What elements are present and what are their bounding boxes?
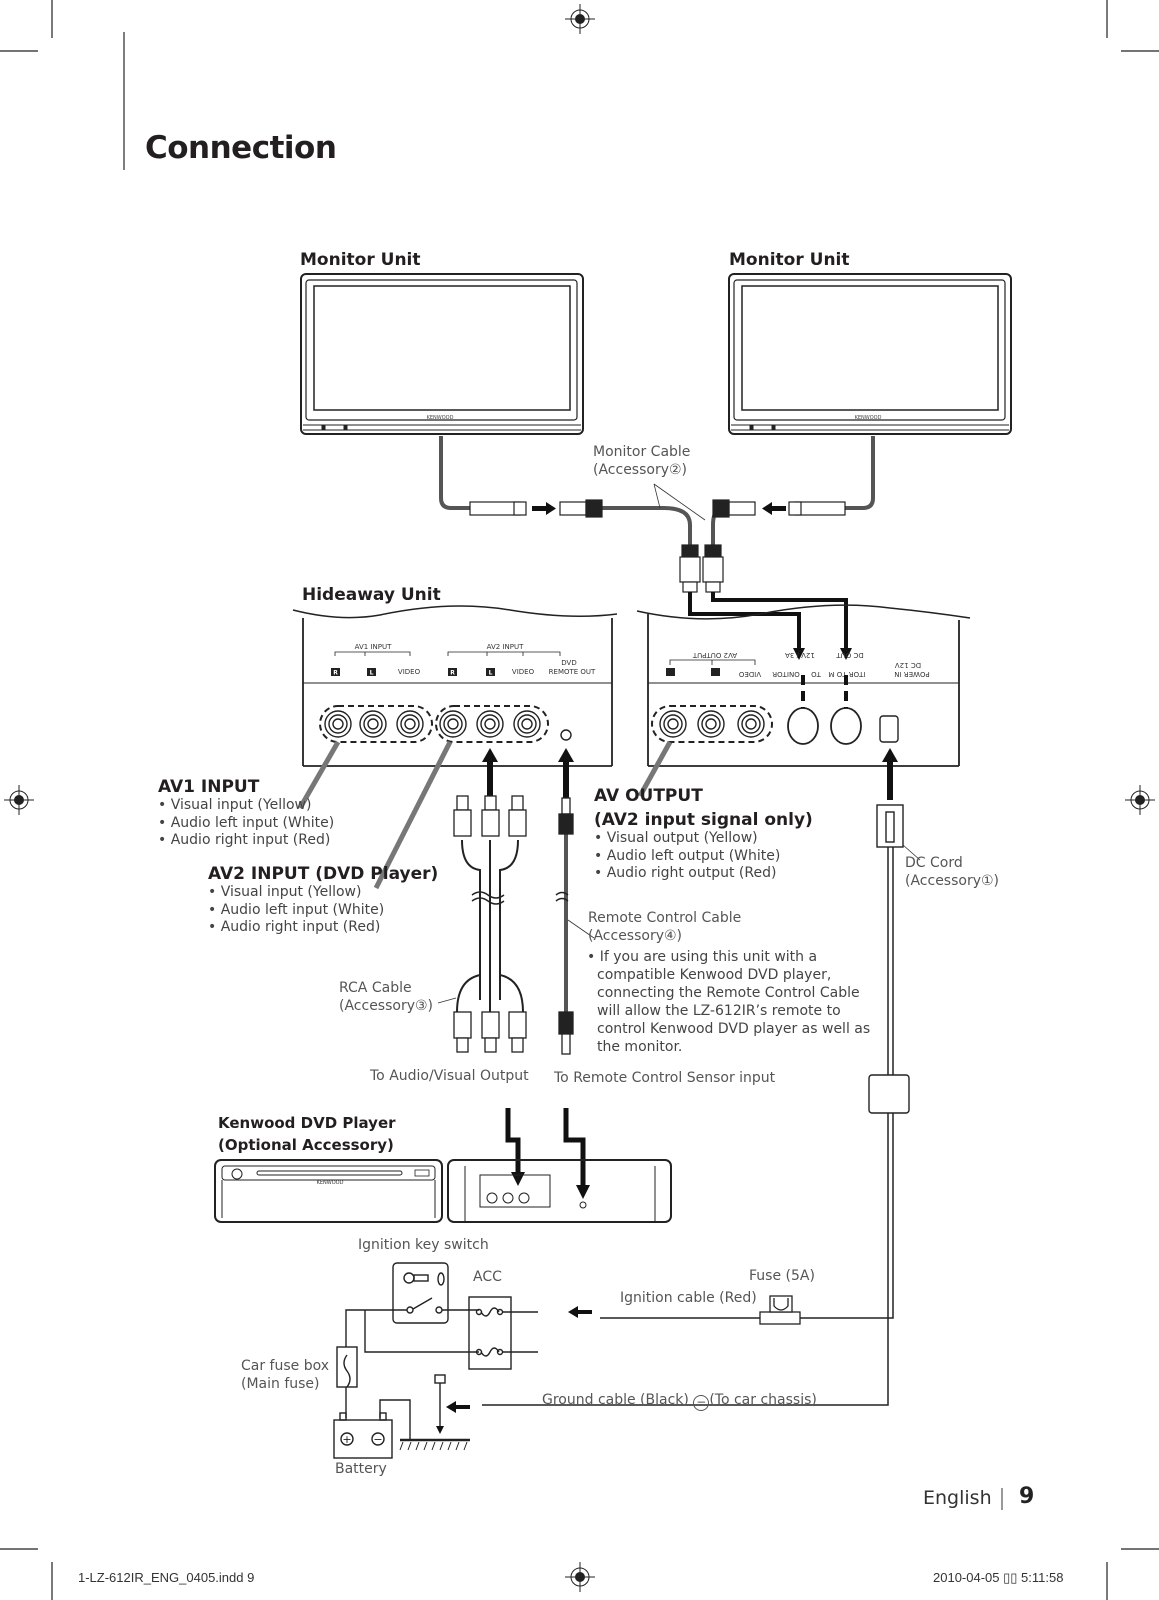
page-title: Connection	[145, 130, 337, 166]
acc-fuse-block	[468, 1296, 512, 1370]
hideaway-unit-right-panel	[636, 604, 971, 767]
page-number: 9	[1019, 1484, 1035, 1509]
registration-mark-right	[1125, 785, 1155, 815]
label-av2-input: AV2 INPUT	[487, 643, 524, 651]
kenwood-dvd-player-front	[214, 1159, 443, 1223]
svg-text:DVD: DVD	[561, 659, 576, 667]
rca-cable-label: RCA Cable(Accessory③)	[339, 980, 434, 1014]
monitor-unit-right	[728, 273, 1012, 435]
svg-text:VIDEO: VIDEO	[738, 670, 761, 678]
kenwood-dvd-player-rear	[447, 1159, 672, 1223]
monitor-unit-right-label: Monitor Unit	[729, 250, 850, 270]
svg-text:R: R	[450, 670, 455, 677]
svg-text:TO: TO	[811, 670, 822, 678]
svg-text:L: L	[370, 670, 374, 677]
to-av-output-label: To Audio/Visual Output	[370, 1068, 529, 1084]
av1-input-list: Visual input (Yellow) Audio left input (…	[158, 797, 334, 850]
svg-text:−: −	[373, 1433, 382, 1446]
hideaway-unit-left-panel	[292, 605, 618, 767]
svg-text:+: +	[342, 1433, 351, 1446]
car-fuse-box-label: Car fuse box(Main fuse)	[241, 1358, 330, 1392]
av-output-list: Visual output (Yellow) Audio left output…	[594, 830, 813, 883]
monitor-unit-left	[300, 273, 584, 435]
rca-jacks-right	[651, 705, 899, 745]
av2-input-list: Visual input (Yellow) Audio left input (…	[208, 884, 438, 937]
footer-file-name: 1-LZ-612IR_ENG_0405.indd 9	[78, 1570, 255, 1585]
av-output-section: AV OUTPUT (AV2 input signal only) Visual…	[594, 786, 813, 883]
fuse-5a-icon	[759, 1295, 801, 1325]
av-output-heading: AV OUTPUT	[594, 786, 703, 806]
page-language: English	[923, 1487, 992, 1509]
ignition-key-switch	[392, 1262, 449, 1324]
svg-text:KENWOOD: KENWOOD	[317, 1180, 344, 1186]
monitor-unit-left-label: Monitor Unit	[300, 250, 421, 270]
svg-text:AV2 OUTPUT: AV2 OUTPUT	[692, 651, 737, 659]
monitor-cable-label: Monitor Cable(Accessory②)	[593, 444, 691, 478]
footer-timestamp: 2010-04-05 ▯▯ 5:11:58	[933, 1570, 1064, 1585]
dvd-player-label: Kenwood DVD Player(Optional Accessory)	[218, 1114, 396, 1154]
battery-label: Battery	[335, 1461, 387, 1477]
hideaway-unit-label: Hideaway Unit	[302, 585, 441, 605]
av2-input-section: AV2 INPUT (DVD Player) Visual input (Yel…	[208, 864, 438, 937]
dc-cord-label: DC Cord(Accessory①)	[905, 855, 1000, 889]
svg-text:KENWOOD: KENWOOD	[855, 415, 882, 421]
svg-text:ITOR TO M: ITOR TO M	[829, 670, 866, 678]
svg-text:VIDEO: VIDEO	[512, 668, 535, 676]
ground-symbol	[399, 1441, 468, 1451]
svg-text:POWER IN: POWER IN	[894, 670, 929, 678]
svg-text:VIDEO: VIDEO	[398, 668, 421, 676]
label-av1-input: AV1 INPUT	[355, 643, 392, 651]
av-output-subheading: (AV2 input signal only)	[594, 810, 813, 830]
av2-input-heading: AV2 INPUT (DVD Player)	[208, 864, 439, 884]
remote-control-note: • If you are using this unit with a comp…	[587, 949, 871, 1055]
av1-input-section: AV1 INPUT Visual input (Yellow) Audio le…	[158, 777, 334, 850]
ignition-cable-label: Ignition cable (Red)	[620, 1290, 757, 1306]
svg-text:DC OUT: DC OUT	[836, 651, 864, 659]
registration-mark-top	[565, 4, 595, 34]
registration-mark-bottom	[565, 1562, 595, 1592]
ignition-key-switch-label: Ignition key switch	[358, 1237, 489, 1253]
svg-text:12V ∕ 3A: 12V ∕ 3A	[785, 651, 815, 659]
svg-text:L: L	[489, 670, 493, 677]
av1-input-heading: AV1 INPUT	[158, 777, 260, 797]
dc-cord	[482, 804, 910, 1406]
remote-control-cable-label: Remote Control Cable(Accessory④)	[588, 910, 742, 944]
rca-cable	[453, 795, 527, 1053]
minus-circle-icon: −	[693, 1395, 710, 1411]
arrow-icon	[532, 502, 786, 515]
svg-text:ONITOR: ONITOR	[772, 670, 800, 678]
registration-mark-left	[4, 785, 34, 815]
monitor-brand-logo: KENWOOD	[427, 415, 454, 421]
to-remote-sensor-label: To Remote Control Sensor input	[554, 1070, 776, 1086]
ground-cable-label: Ground cable (Black) −(To car chassis)	[542, 1392, 817, 1411]
remote-control-cable	[558, 797, 574, 1055]
svg-text:DC 12V: DC 12V	[895, 661, 921, 669]
fuse-label: Fuse (5A)	[749, 1268, 815, 1284]
rca-jacks-left	[319, 705, 572, 743]
acc-label: ACC	[473, 1269, 502, 1285]
svg-text:REMOTE OUT: REMOTE OUT	[549, 668, 596, 676]
svg-text:R: R	[333, 670, 338, 677]
